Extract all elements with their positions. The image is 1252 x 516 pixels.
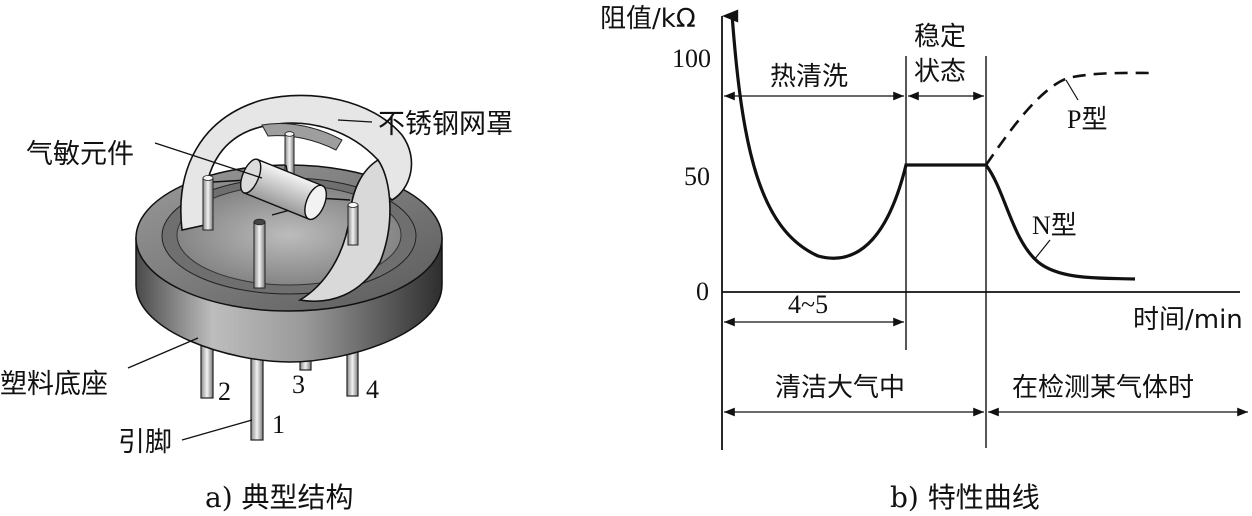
leader-sensing-element	[154, 142, 263, 179]
pin-number-3: 3	[292, 370, 305, 399]
label-steady-line2: 状态	[914, 57, 966, 87]
characteristic-chart: 阻值/kΩ 100 50 0 时间/min 热清洗 稳定 状态 4~5 清洁大气…	[600, 4, 1248, 514]
label-plastic-base: 塑料底座	[0, 369, 108, 400]
mesh-cover	[180, 94, 413, 231]
pin-number-2: 2	[218, 377, 231, 406]
y-tick-50: 50	[684, 162, 710, 191]
label-pin: 引脚	[118, 427, 172, 458]
label-p-type: P型	[1067, 105, 1107, 134]
caption-right: b) 特性曲线	[890, 481, 1040, 514]
label-n-type: N型	[1032, 211, 1077, 240]
leader-plastic-base	[127, 337, 199, 369]
curve-p-type	[984, 71, 1153, 166]
leader-p-type	[1065, 79, 1079, 101]
label-steady-line1: 稳定	[914, 22, 966, 52]
pin-number-4: 4	[366, 375, 379, 404]
x-axis-label: 时间/min	[1133, 305, 1243, 335]
label-duration: 4~5	[788, 290, 828, 319]
post-left	[202, 177, 214, 231]
post-front	[253, 221, 266, 289]
post-right	[347, 204, 359, 246]
leader-mesh-cover	[337, 119, 373, 123]
pin-number-1: 1	[272, 410, 285, 439]
label-hot-clean: 热清洗	[770, 62, 848, 92]
sensor-structure-drawing: 不锈钢网罩 气敏元件 塑料底座 引脚 2 3 4 1 a) 典型结构	[0, 94, 513, 514]
caption-left: a) 典型结构	[205, 481, 354, 514]
label-detecting: 在检测某气体时	[1012, 373, 1194, 403]
sensing-element	[239, 158, 328, 221]
leader-pin	[181, 419, 253, 441]
label-clean-air: 清洁大气中	[775, 373, 905, 403]
curve-clean-and-steady	[730, 13, 986, 260]
y-axis-label: 阻值/kΩ	[600, 4, 696, 34]
y-tick-100: 100	[672, 44, 711, 73]
label-sensing-element: 气敏元件	[26, 139, 134, 170]
y-tick-0: 0	[696, 277, 709, 306]
curve-n-type	[984, 164, 1136, 281]
leader-n-type	[1033, 239, 1051, 261]
label-mesh-cover: 不锈钢网罩	[378, 109, 513, 140]
